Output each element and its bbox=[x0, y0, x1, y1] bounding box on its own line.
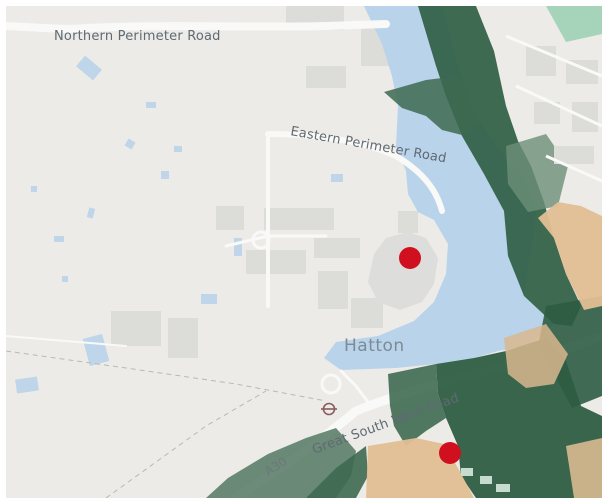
green-area-mid bbox=[388, 364, 446, 446]
water-area bbox=[324, 6, 554, 370]
local-road-2 bbox=[6, 335, 127, 347]
tan-area-east bbox=[538, 202, 602, 310]
green-area-wetland bbox=[384, 76, 486, 136]
marker-2[interactable] bbox=[439, 442, 461, 464]
green-area-sw bbox=[206, 428, 356, 498]
terminal-building bbox=[368, 232, 438, 310]
light-green-area bbox=[546, 6, 602, 42]
green-area-light bbox=[506, 134, 568, 212]
marker-1[interactable] bbox=[399, 247, 421, 269]
roundabout bbox=[251, 230, 271, 250]
green-area-east-band bbox=[538, 296, 602, 408]
urban-blocks bbox=[526, 46, 598, 164]
roundabout bbox=[320, 373, 342, 395]
northern-perimeter-road bbox=[6, 20, 390, 33]
local-road-1 bbox=[339, 369, 373, 408]
hatton-label: Hatton bbox=[344, 336, 405, 356]
light-patches bbox=[461, 468, 510, 492]
local-streets-ne bbox=[505, 34, 602, 183]
underground-station-icon[interactable] bbox=[321, 402, 337, 416]
tan-area-mid bbox=[504, 324, 568, 388]
map-view[interactable]: Northern Perimeter Road Eastern Perimete… bbox=[6, 6, 602, 498]
airport-buildings bbox=[111, 6, 418, 358]
northern-perimeter-road-label: Northern Perimeter Road bbox=[54, 29, 221, 44]
eastern-perimeter-road bbox=[265, 131, 445, 214]
green-area-sw-dark bbox=[306, 446, 368, 498]
green-area-south bbox=[436, 338, 602, 498]
tan-area-se-edge bbox=[566, 438, 602, 498]
